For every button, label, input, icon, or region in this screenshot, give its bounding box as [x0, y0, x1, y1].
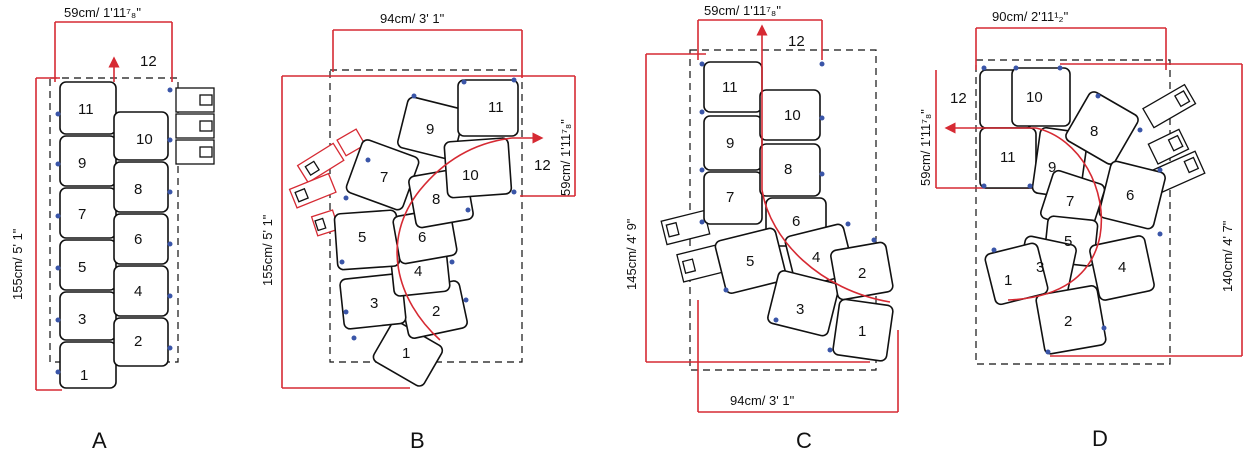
layout-b-step-10-label: 10 — [462, 167, 479, 184]
layout-d-top-label: 12 — [950, 90, 967, 107]
layout-b-side-label: 59cm/ 1'11⁷₈" — [558, 119, 573, 196]
layout-c-step-3-label: 3 — [796, 301, 804, 318]
layout-b-width-label: 94cm/ 3' 1" — [380, 11, 445, 26]
layout-a-step-9 — [59, 135, 117, 187]
layout-d-width-label: 90cm/ 2'11¹₂" — [992, 9, 1069, 24]
layout-c-step-11-label: 11 — [722, 79, 738, 96]
layout-b-top-label: 12 — [534, 157, 551, 174]
layout-a-step-11-label: 11 — [78, 101, 94, 118]
layout-a-step-8-label: 8 — [134, 181, 142, 198]
layout-a-step-9-label: 9 — [78, 155, 86, 172]
layout-c-step-7 — [703, 171, 763, 225]
layout-c-width-label: 59cm/ 1'11⁷₈" — [704, 3, 781, 18]
layout-b-height-label: 155cm/ 5' 1" — [260, 214, 275, 286]
layout-d-step-1-label: 1 — [1004, 272, 1012, 289]
layout-a-step-6 — [113, 213, 169, 265]
layout-a-step-4-label: 4 — [134, 283, 142, 300]
layout-d-step-5-label: 5 — [1064, 233, 1072, 250]
layout-a-step-10 — [113, 111, 169, 161]
layout-b-step-11-label: 11 — [488, 99, 504, 116]
layout-a-step-8 — [113, 161, 169, 213]
layout-c-step-3 — [767, 270, 840, 337]
layout-d-step-6-label: 6 — [1126, 187, 1134, 204]
layout-c-step-7-label: 7 — [726, 189, 734, 206]
layout-c-step-10-label: 10 — [784, 107, 801, 124]
layout-a-step-6-label: 6 — [134, 231, 142, 248]
layout-a-step-4 — [113, 265, 169, 317]
layout-b-step-11 — [457, 79, 519, 137]
layout-d-step-4 — [1089, 235, 1155, 301]
layout-c-step-1 — [832, 298, 894, 362]
layout-a-step-10-label: 10 — [136, 131, 153, 148]
layout-d-bounding-box — [975, 59, 1171, 365]
layout-c-step-9-label: 9 — [726, 135, 734, 152]
layout-a-top-label: 12 — [140, 53, 157, 70]
layout-c-step-1-label: 1 — [858, 323, 866, 340]
layout-d-step-11-label: 11 — [1000, 149, 1016, 166]
layout-c-top-label: 12 — [788, 33, 805, 50]
layout-c-bounding-box — [689, 49, 877, 371]
layout-d-step-4-label: 4 — [1118, 259, 1126, 276]
layout-d-step-6 — [1098, 160, 1166, 230]
layout-a-step-7 — [59, 187, 117, 239]
layout-b-step-3 — [339, 273, 407, 330]
layout-d-step-8 — [1065, 91, 1139, 165]
layout-d-step-2-label: 2 — [1064, 313, 1072, 330]
layout-a-step-3-label: 3 — [78, 311, 86, 328]
layout-b: 94cm/ 3' 1" 155cm/ 5' 1" 59cm/ 1'11⁷₈" 1… — [260, 11, 576, 453]
layout-d-height-label: 140cm/ 4' 7" — [1220, 220, 1235, 292]
layout-d-step-9-label: 9 — [1048, 159, 1056, 176]
layout-d-step-10-label: 10 — [1026, 89, 1043, 106]
layout-a-step-2 — [113, 317, 169, 367]
layout-b-step-7-label: 7 — [380, 169, 388, 186]
layout-a: 59cm/ 1'11⁷₈" 155cm/ 5' 1" 12 1 2 3 4 5 … — [10, 5, 215, 453]
layout-c-step-8 — [759, 143, 821, 197]
layout-d-step-10 — [1011, 67, 1071, 127]
layout-c-bottom-label: 94cm/ 3' 1" — [730, 393, 795, 408]
layout-d: 90cm/ 2'11¹₂" 140cm/ 4' 7" 59cm/ 1'11⁷₈"… — [918, 9, 1243, 451]
layout-c-height-label: 145cm/ 4' 9" — [624, 218, 639, 290]
layout-b-step-1-label: 1 — [402, 345, 410, 362]
layout-b-step-5-label: 5 — [358, 229, 366, 246]
layout-a-step-1-label: 1 — [80, 367, 88, 384]
layout-a-step-3 — [59, 291, 117, 341]
layout-a-caption: A — [92, 428, 107, 453]
layout-a-step-5-label: 5 — [78, 259, 86, 276]
layout-d-step-3-label: 3 — [1036, 259, 1044, 276]
layout-c-step-6-label: 6 — [792, 213, 800, 230]
layout-d-side-label: 59cm/ 1'11⁷₈" — [918, 109, 933, 186]
layout-a-width-label: 59cm/ 1'11⁷₈" — [64, 5, 141, 20]
layout-d-step-8-label: 8 — [1090, 123, 1098, 140]
layout-c-step-4-label: 4 — [812, 249, 820, 266]
layout-b-step-10 — [443, 137, 513, 199]
layout-b-step-4-label: 4 — [414, 263, 422, 280]
layout-b-caption: B — [410, 428, 425, 453]
layout-d-caption: D — [1092, 426, 1108, 451]
layout-a-step-7-label: 7 — [78, 206, 86, 223]
layout-c-caption: C — [796, 428, 812, 453]
layout-d-step-7-label: 7 — [1066, 193, 1074, 210]
layout-c: 59cm/ 1'11⁷₈" 145cm/ 4' 9" 94cm/ 3' 1" 1… — [624, 3, 899, 453]
layout-b-step-8-label: 8 — [432, 191, 440, 208]
layout-b-step-2-label: 2 — [432, 303, 440, 320]
layout-b-step-3-label: 3 — [370, 295, 378, 312]
layout-a-step-2-label: 2 — [134, 333, 142, 350]
layout-c-step-8-label: 8 — [784, 161, 792, 178]
layout-b-step-9-label: 9 — [426, 121, 434, 138]
layout-c-step-2-label: 2 — [858, 265, 866, 282]
layout-c-step-5-label: 5 — [746, 253, 754, 270]
layout-c-step-5 — [714, 227, 787, 295]
layout-d-step-2 — [1035, 285, 1107, 355]
layout-a-step-5 — [59, 239, 117, 291]
layout-a-height-label: 155cm/ 5' 1" — [10, 228, 25, 300]
layout-a-step-11 — [59, 81, 117, 135]
layout-c-step-10 — [759, 89, 821, 141]
layout-b-step-6-label: 6 — [418, 229, 426, 246]
